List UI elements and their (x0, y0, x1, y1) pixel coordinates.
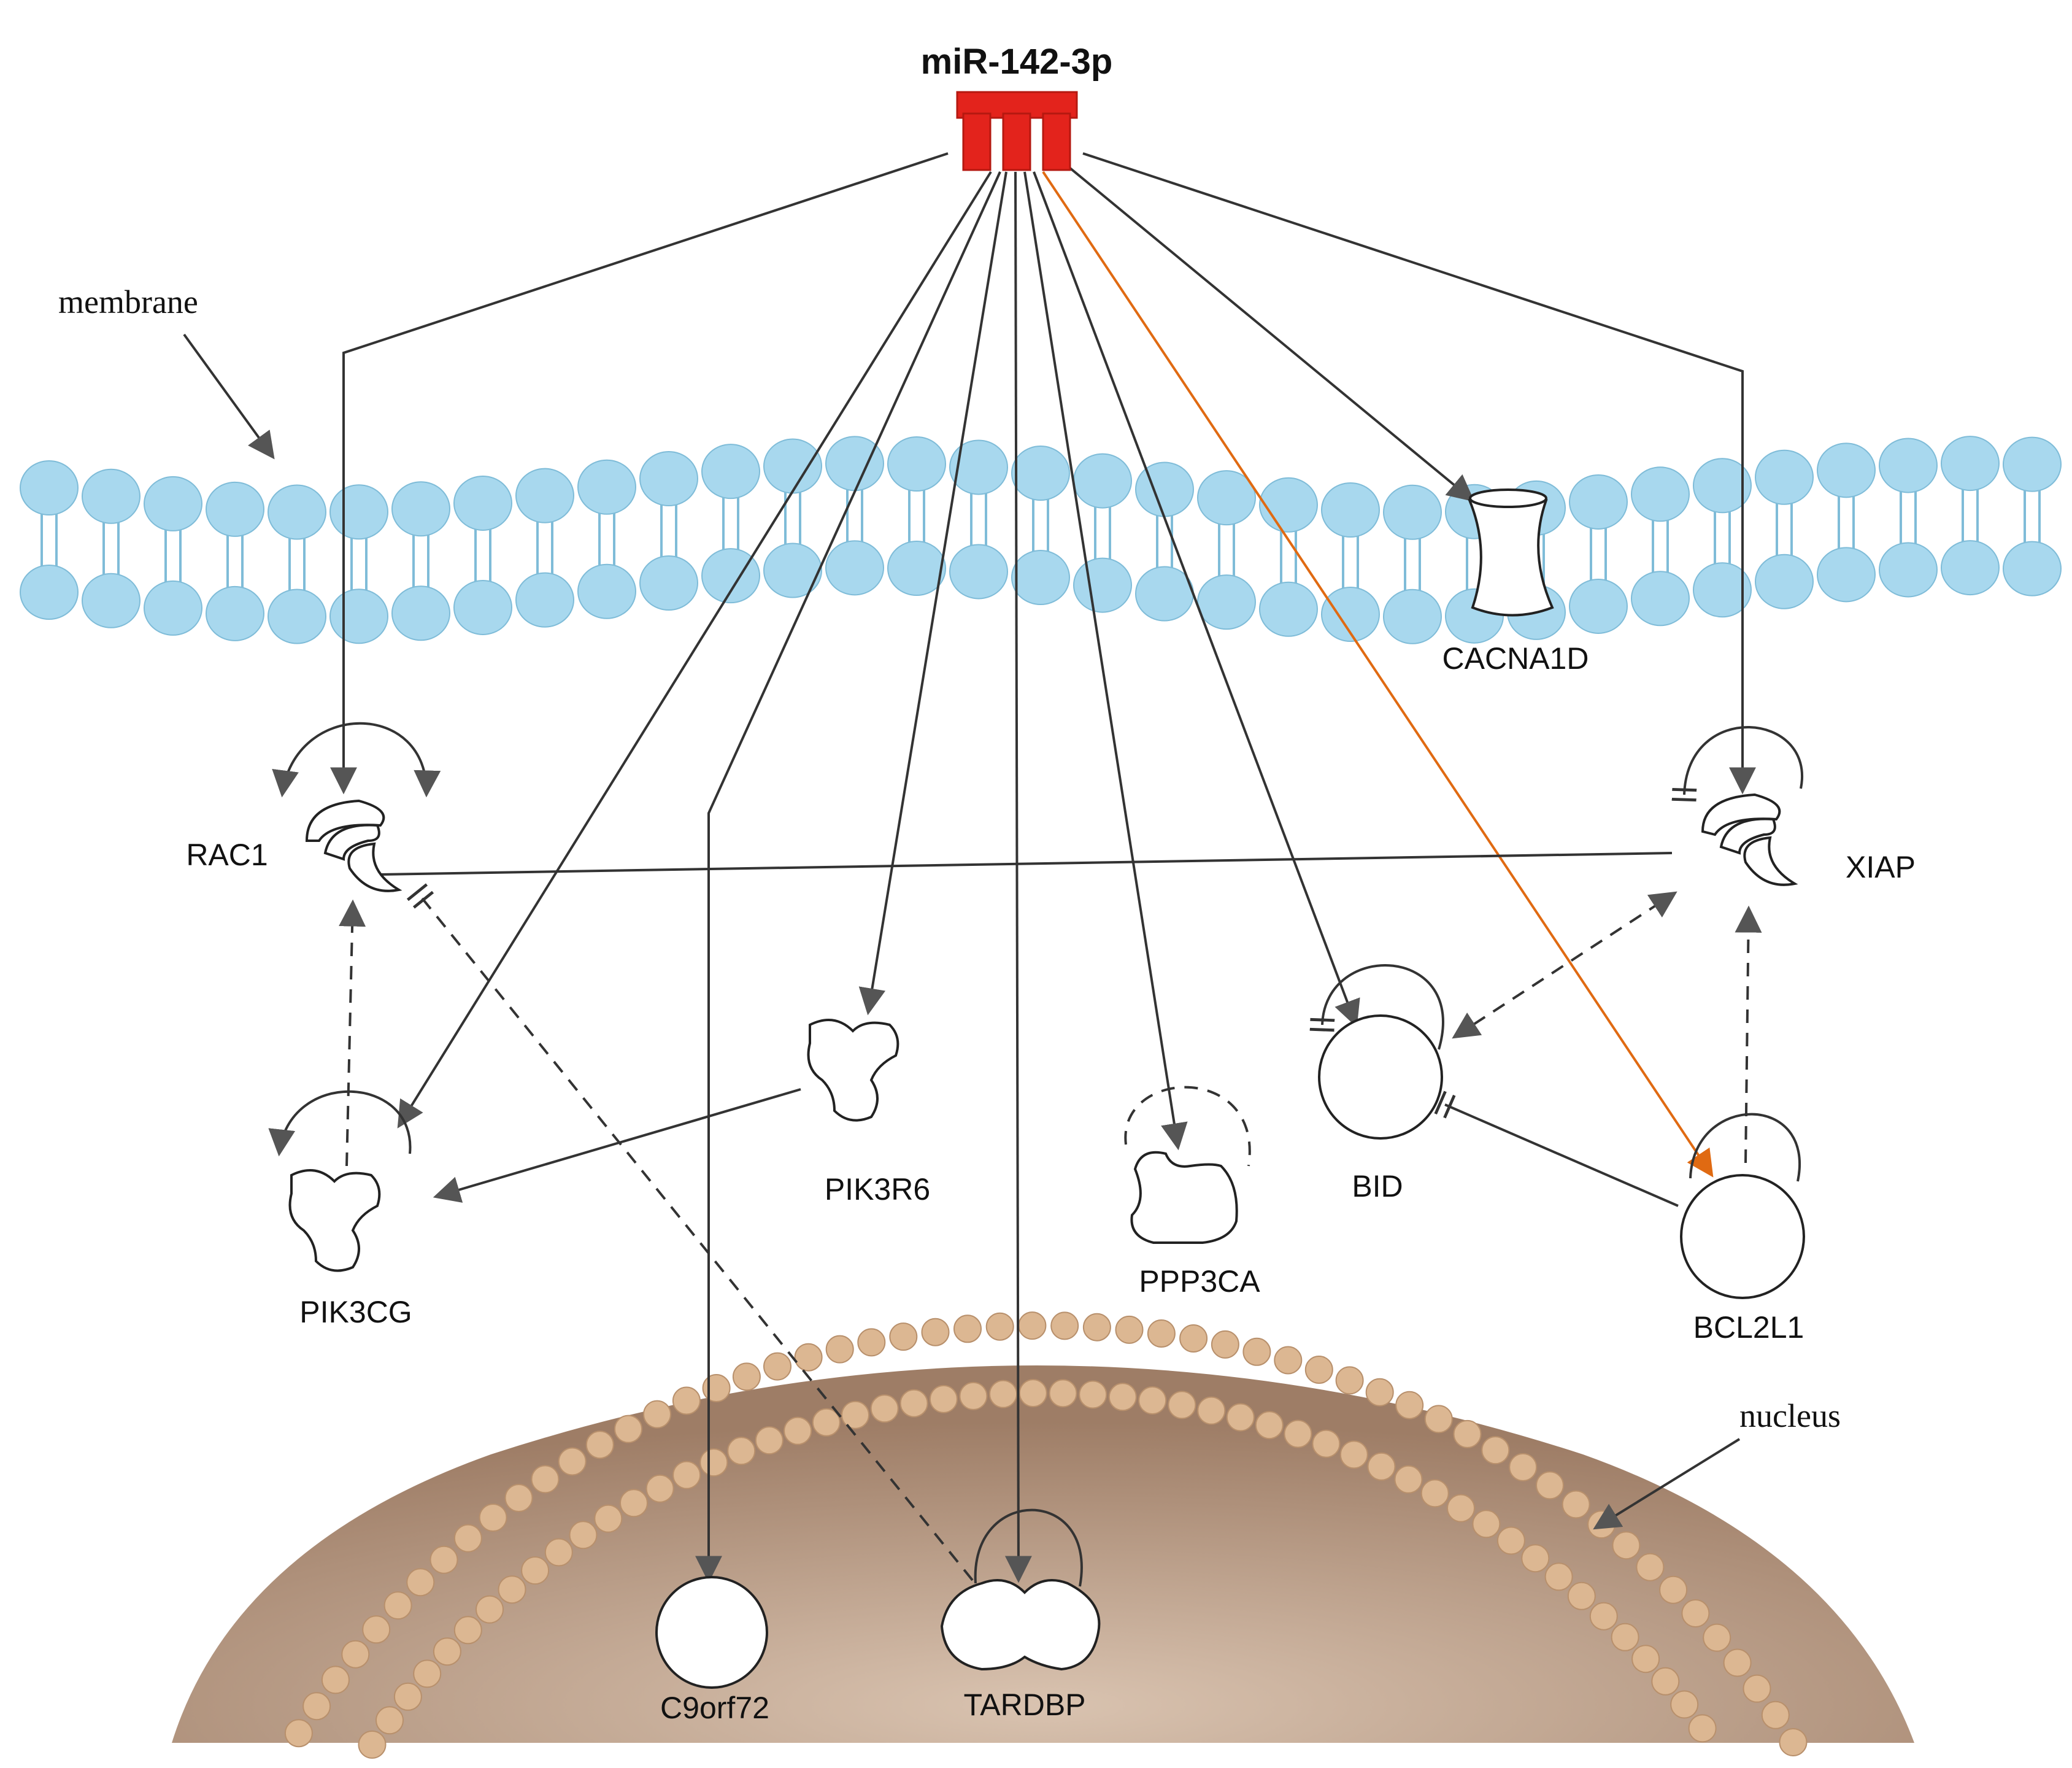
edge-mir-pik3r6 (858, 171, 1007, 1016)
edge-mir-xiap (1082, 152, 1756, 795)
pik3r6-node[interactable] (807, 1019, 899, 1122)
ppp3ca-label: PPP3CA (1139, 1264, 1260, 1299)
edge-mir-bid (1033, 171, 1360, 1028)
pik3cg-label: PIK3CG (299, 1295, 412, 1329)
cacna1d-node[interactable] (1468, 488, 1554, 617)
pik3cg-self-loop (268, 1090, 412, 1157)
mir-142-3p-label: miR-142-3p (921, 42, 1113, 82)
edge-bcl2l1-xiap (1735, 905, 1762, 1164)
tardbp-node[interactable] (940, 1579, 1101, 1671)
cacna1d-label: CACNA1D (1442, 641, 1589, 676)
bcl2l1-label: BCL2L1 (1693, 1310, 1804, 1345)
nucleus-envelope (172, 1311, 1914, 1759)
rac1-self-loop (272, 722, 441, 798)
bid-node[interactable] (1318, 1014, 1443, 1140)
tardbp-self-loop (974, 1508, 1083, 1587)
edge-xiap-rac1 (380, 852, 1673, 876)
c9orf72-label: C9orf72 (660, 1691, 769, 1725)
ppp3ca-self-loop (1124, 1086, 1251, 1167)
rac1-label: RAC1 (186, 838, 268, 872)
xiap-self-loop (1671, 726, 1803, 802)
nucleus-pointer (1593, 1438, 1741, 1530)
edge-bid-xiap (1452, 891, 1677, 1039)
edge-mir-tardbp (1004, 171, 1032, 1583)
mir-142-3p-icon[interactable] (956, 91, 1078, 171)
bid-label: BID (1352, 1169, 1403, 1203)
edge-mir-ppp3ca (1023, 171, 1188, 1151)
edge-mir-pik3cg (397, 171, 992, 1129)
c9orf72-node[interactable] (655, 1576, 768, 1689)
membrane-pointer (183, 333, 275, 460)
cell-membrane (20, 436, 2062, 644)
bcl2l1-node[interactable] (1680, 1174, 1805, 1299)
xiap-node[interactable] (1701, 793, 1798, 886)
bid-self-loop (1309, 963, 1444, 1050)
tardbp-label: TARDBP (963, 1688, 1085, 1722)
edge-tardbp-rac1 (406, 883, 974, 1581)
nodes (288, 488, 1805, 1689)
xiap-label: XIAP (1846, 850, 1916, 884)
self-loops (268, 722, 1803, 1587)
rac1-node[interactable] (305, 799, 402, 892)
pik3r6-label: PIK3R6 (825, 1172, 930, 1206)
edge-pik3cg-rac1 (339, 899, 366, 1167)
edge-mir-cacna1d (1051, 152, 1475, 502)
edge-bcl2l1-bid (1434, 1091, 1679, 1207)
ppp3ca-node[interactable] (1130, 1151, 1238, 1244)
bcl2l1-self-loop (1689, 1113, 1801, 1182)
nucleus-annotation: nucleus (1739, 1397, 1841, 1434)
membrane-annotation: membrane (58, 284, 198, 320)
edge-mir-c9orf72 (695, 171, 1001, 1583)
edges (330, 152, 1762, 1583)
pik3cg-node[interactable] (288, 1169, 381, 1272)
edge-mir-rac1 (330, 152, 949, 795)
